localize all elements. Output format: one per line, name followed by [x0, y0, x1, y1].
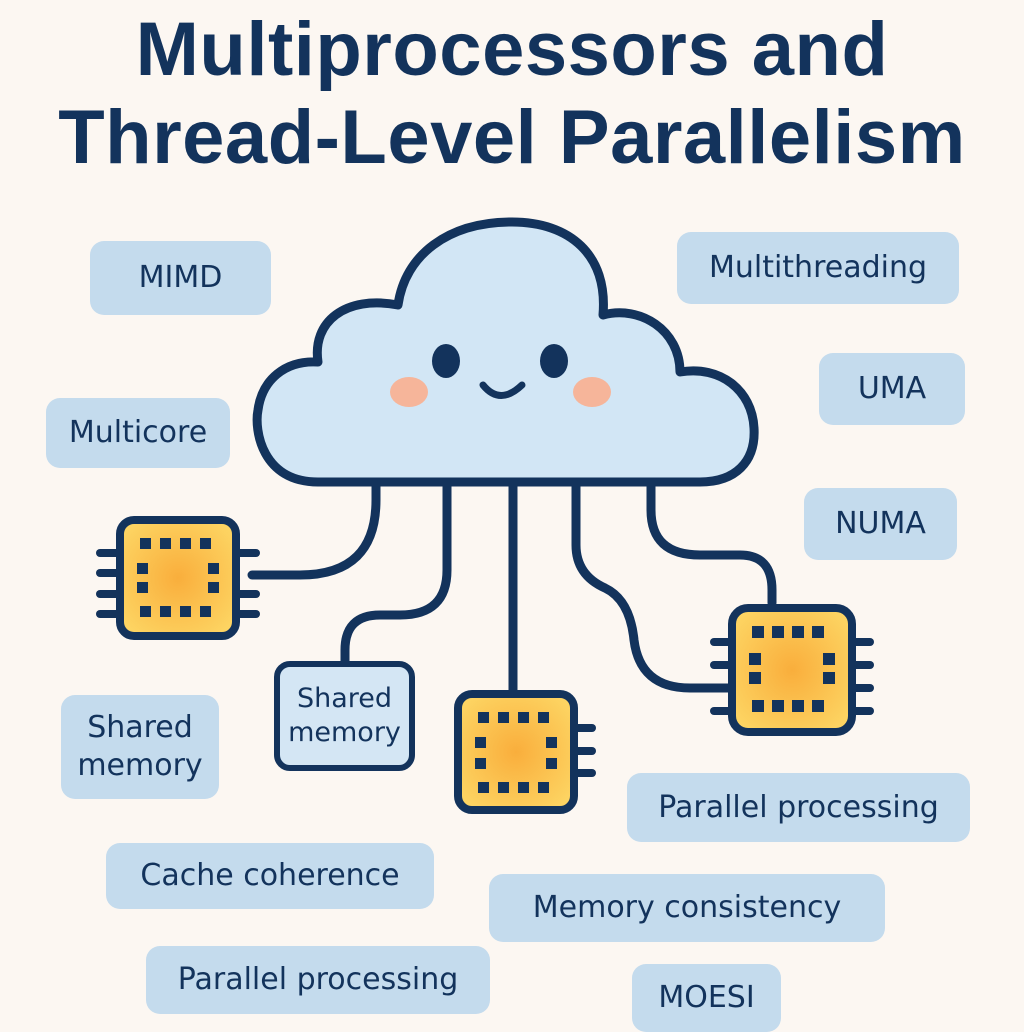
- tag-multicore: Multicore: [46, 398, 230, 468]
- title-line-2: Thread-Level Parallelism: [58, 95, 966, 180]
- connector-wires: [247, 480, 777, 695]
- tag-label: MOESI: [658, 980, 755, 1015]
- smile: [479, 381, 526, 399]
- tag-cache-coherence: Cache coherence: [106, 843, 434, 909]
- right-cheek: [573, 377, 611, 407]
- tag-label: Cache coherence: [140, 858, 400, 893]
- shared-memory-node: Shared memory: [274, 661, 415, 771]
- tag-parallel-processing-right: Parallel processing: [627, 773, 970, 842]
- tag-label: Multithreading: [708, 250, 928, 285]
- tag-shared-memory: Shared memory: [61, 695, 219, 799]
- wire-to-right-chip-low: [571, 480, 735, 693]
- processor-chip-icon: [710, 604, 874, 736]
- page-title: Multiprocessors and Thread-Level Paralle…: [0, 6, 1024, 182]
- tag-label: Parallel processing: [658, 789, 939, 825]
- tag-moesi: MOESI: [632, 964, 781, 1032]
- smiling-cloud-icon: [252, 217, 759, 487]
- tag-label-line-2: memory: [77, 748, 203, 783]
- tag-label: UMA: [857, 371, 927, 406]
- tag-label: Parallel processing: [177, 962, 459, 997]
- tag-label: Multicore: [68, 415, 208, 450]
- right-eye: [540, 344, 568, 378]
- tag-uma: UMA: [819, 353, 965, 425]
- tag-numa: NUMA: [804, 488, 957, 560]
- tag-label: Memory consistency: [532, 890, 842, 925]
- tag-multithreading: Multithreading: [677, 232, 959, 304]
- processor-chip-icon: [96, 516, 260, 640]
- title-line-1: Multiprocessors and: [135, 7, 889, 92]
- tag-label: NUMA: [835, 506, 926, 541]
- memory-node-line-2: memory: [288, 717, 401, 748]
- memory-node-line-1: Shared: [296, 683, 393, 714]
- processor-chip-icon: [454, 690, 596, 814]
- tag-parallel-processing-bottom: Parallel processing: [146, 946, 490, 1014]
- left-eye: [432, 344, 460, 378]
- tag-label: MIMD: [138, 260, 223, 295]
- tag-memory-consistency: Memory consistency: [489, 874, 885, 942]
- tag-mimd: MIMD: [90, 241, 271, 315]
- wire-to-memory: [340, 480, 452, 669]
- left-cheek: [390, 377, 428, 407]
- tag-label-line-1: Shared: [87, 710, 193, 745]
- wire-to-left-chip: [247, 480, 381, 580]
- wire-to-right-chip-top: [646, 480, 777, 608]
